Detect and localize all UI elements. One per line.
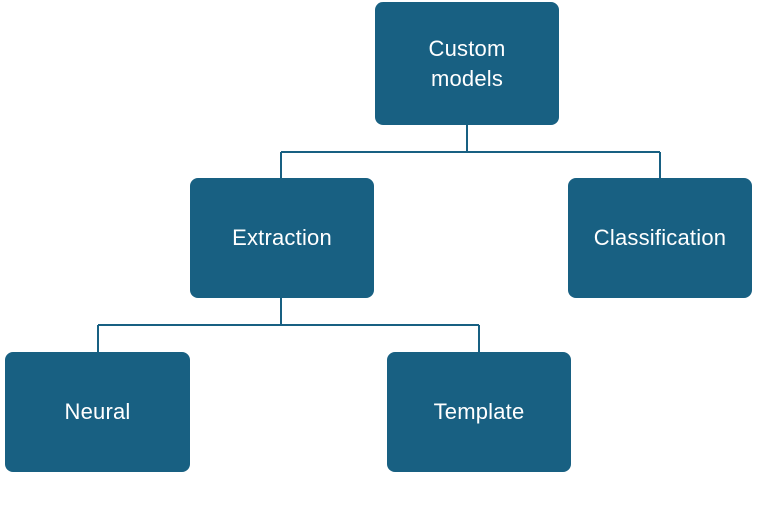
node-classification[interactable]: Classification	[568, 178, 752, 298]
node-neural-label: Neural	[64, 399, 131, 425]
node-classification-label: Classification	[593, 225, 727, 251]
node-template-label: Template	[433, 399, 525, 425]
node-extraction[interactable]: Extraction	[190, 178, 374, 298]
node-neural[interactable]: Neural	[5, 352, 190, 472]
node-template[interactable]: Template	[387, 352, 571, 472]
node-extraction-label: Extraction	[232, 225, 332, 251]
node-custom-models[interactable]: Custom models	[375, 2, 559, 125]
node-custom-models-label: Custom models	[428, 36, 506, 91]
